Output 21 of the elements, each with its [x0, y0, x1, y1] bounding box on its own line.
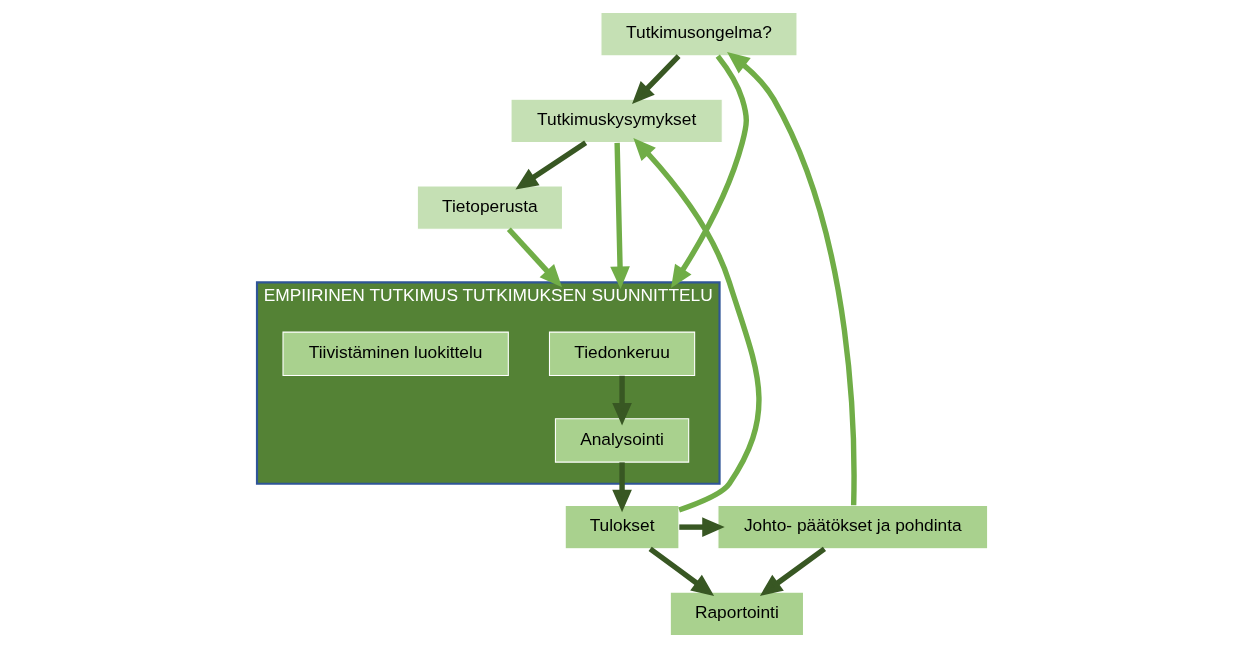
node-box: Tietoperusta — [416, 185, 563, 230]
arrow — [506, 227, 563, 288]
arrow — [612, 462, 632, 513]
node-box: Johto- päätökset ja pohdinta — [717, 504, 989, 550]
arrow — [671, 54, 749, 288]
arrow — [632, 54, 681, 104]
arrow — [612, 375, 632, 426]
arrow — [727, 51, 857, 506]
node-box: Tiedonkeruu — [548, 331, 696, 376]
arrow — [759, 546, 827, 596]
arrow — [648, 546, 715, 596]
arrow — [515, 140, 588, 190]
arrow — [633, 138, 762, 513]
node-box: Tutkimuskysymykset — [510, 98, 723, 144]
node-box: Tulokset — [564, 504, 680, 550]
arrow — [610, 142, 630, 290]
node-box: Tutkimusongelma? — [600, 12, 798, 57]
node-box: Tiivistäminen luokittelu — [282, 331, 509, 376]
node-box: Raportointi — [669, 591, 805, 636]
arrow — [679, 517, 725, 537]
node-box: Analysointi — [554, 418, 690, 463]
